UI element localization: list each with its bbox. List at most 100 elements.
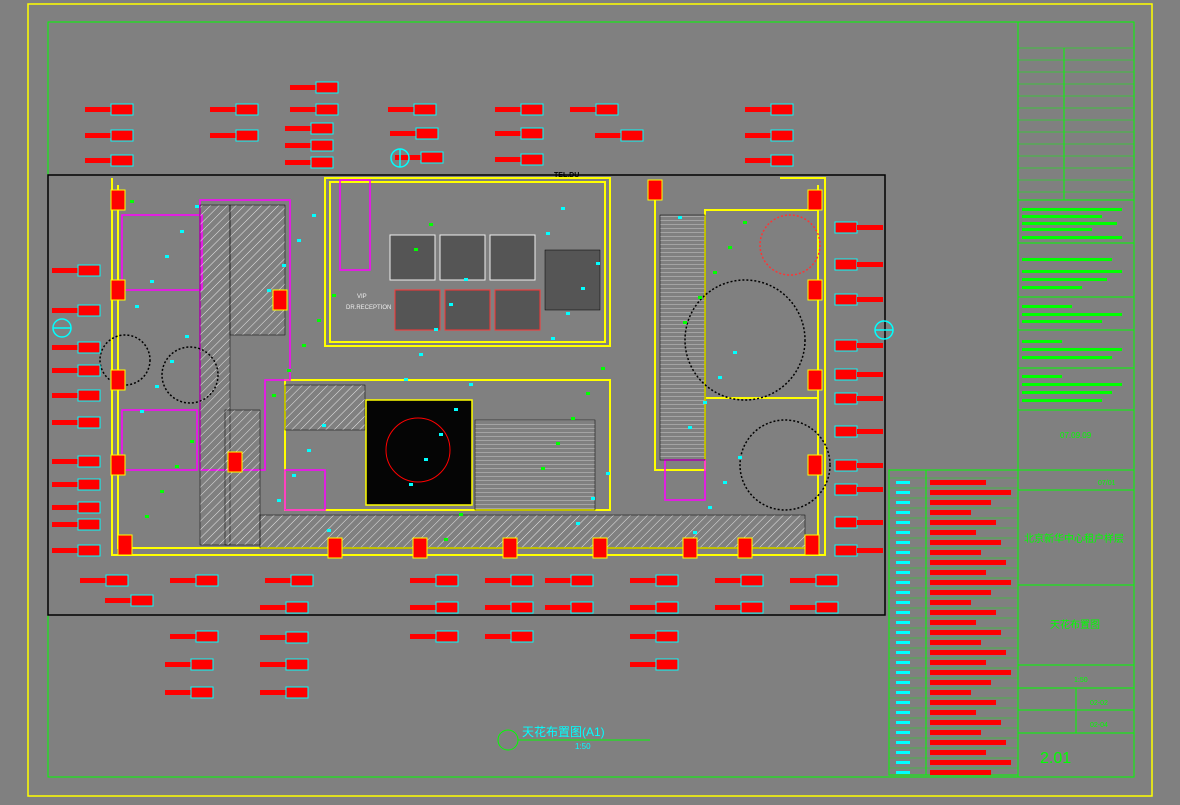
tag-box	[834, 425, 858, 438]
tag-box	[510, 630, 534, 643]
tag-leader	[390, 131, 416, 136]
tag-box	[740, 574, 764, 587]
legend-symbol	[896, 621, 910, 624]
fixture	[190, 440, 194, 443]
legend-symbol	[896, 601, 910, 604]
tag-leader	[630, 605, 656, 610]
fixture	[317, 319, 321, 322]
fixture	[713, 271, 717, 274]
tag-leader	[85, 158, 111, 163]
tag-leader	[285, 143, 311, 148]
tag-leader	[545, 605, 571, 610]
tag-box	[815, 574, 839, 587]
elevator-cabins	[389, 234, 541, 331]
fixture	[185, 335, 189, 338]
tag-box	[510, 601, 534, 614]
tag-box	[834, 293, 858, 306]
column	[110, 454, 126, 476]
fixture	[546, 232, 550, 235]
tag-box	[190, 658, 214, 671]
legend-description-bar	[930, 570, 986, 575]
fixture	[469, 383, 473, 386]
fixture	[165, 255, 169, 258]
legend-description-bar	[930, 740, 1006, 745]
column	[737, 537, 753, 559]
tag-leader	[285, 160, 311, 165]
fixture	[561, 207, 565, 210]
tag-box	[285, 601, 309, 614]
title-block-project: 北京新华中心租户样层	[1024, 534, 1124, 545]
title-block	[1017, 21, 1135, 778]
title-block-text-bar	[1022, 305, 1072, 308]
fixture	[693, 531, 697, 534]
fixture	[312, 214, 316, 217]
legend-symbol	[896, 671, 910, 674]
tag-box	[310, 139, 334, 152]
column	[592, 537, 608, 559]
fixture	[591, 497, 595, 500]
tag-leader	[260, 605, 286, 610]
column	[807, 454, 823, 476]
drawing-scale: 1:50	[575, 742, 591, 751]
tag-leader	[857, 262, 883, 267]
fixture	[678, 216, 682, 219]
tag-box	[655, 601, 679, 614]
room-label-vip: VIP	[357, 294, 367, 300]
tag-leader	[165, 662, 191, 667]
legend-description-bar	[930, 600, 971, 605]
legend-symbol	[896, 731, 910, 734]
legend-description-bar	[930, 560, 1006, 565]
legend-description-bar	[930, 690, 971, 695]
tag-leader	[52, 345, 78, 350]
legend-symbol	[896, 531, 910, 534]
tag-leader	[570, 107, 596, 112]
title-block-value-a: 07/01	[1098, 480, 1116, 487]
tag-box	[655, 574, 679, 587]
tag-leader	[630, 634, 656, 639]
legend-description-bar	[930, 760, 1011, 765]
tag-leader	[260, 635, 286, 640]
fixture	[728, 246, 732, 249]
legend-description-bar	[930, 630, 1001, 635]
central-ceiling-circle	[385, 417, 451, 483]
legend-description-bar	[930, 530, 976, 535]
title-block-text-bar	[1022, 270, 1122, 273]
drawing-title-bubble	[497, 729, 519, 751]
legend-description-bar	[930, 710, 976, 715]
tag-box	[435, 574, 459, 587]
legend-symbol	[896, 751, 910, 754]
tag-leader	[857, 343, 883, 348]
tag-leader	[485, 578, 511, 583]
fixture	[733, 351, 737, 354]
tag-box	[130, 594, 154, 607]
tag-leader	[260, 662, 286, 667]
tag-box	[77, 264, 101, 277]
column	[807, 189, 823, 211]
section-markers	[52, 148, 894, 340]
tag-box	[834, 221, 858, 234]
tag-leader	[857, 297, 883, 302]
legend-symbol	[896, 521, 910, 524]
tag-box	[834, 459, 858, 472]
hatched-ceiling-zones	[199, 204, 806, 549]
fixture	[464, 278, 468, 281]
fixture	[723, 481, 727, 484]
fixture	[267, 289, 271, 292]
tag-leader	[165, 690, 191, 695]
tag-leader	[52, 459, 78, 464]
fixture	[145, 515, 149, 518]
tag-box	[620, 129, 644, 142]
title-block-text-bar	[1022, 286, 1082, 289]
fixture	[140, 410, 144, 413]
column	[110, 369, 126, 391]
tag-box	[77, 416, 101, 429]
legend-symbol	[896, 651, 910, 654]
tag-leader	[790, 578, 816, 583]
legend-symbol	[896, 711, 910, 714]
tag-box	[77, 478, 101, 491]
tag-leader	[170, 578, 196, 583]
legend-symbol	[896, 491, 910, 494]
tag-leader	[495, 157, 521, 162]
tag-box	[235, 129, 259, 142]
